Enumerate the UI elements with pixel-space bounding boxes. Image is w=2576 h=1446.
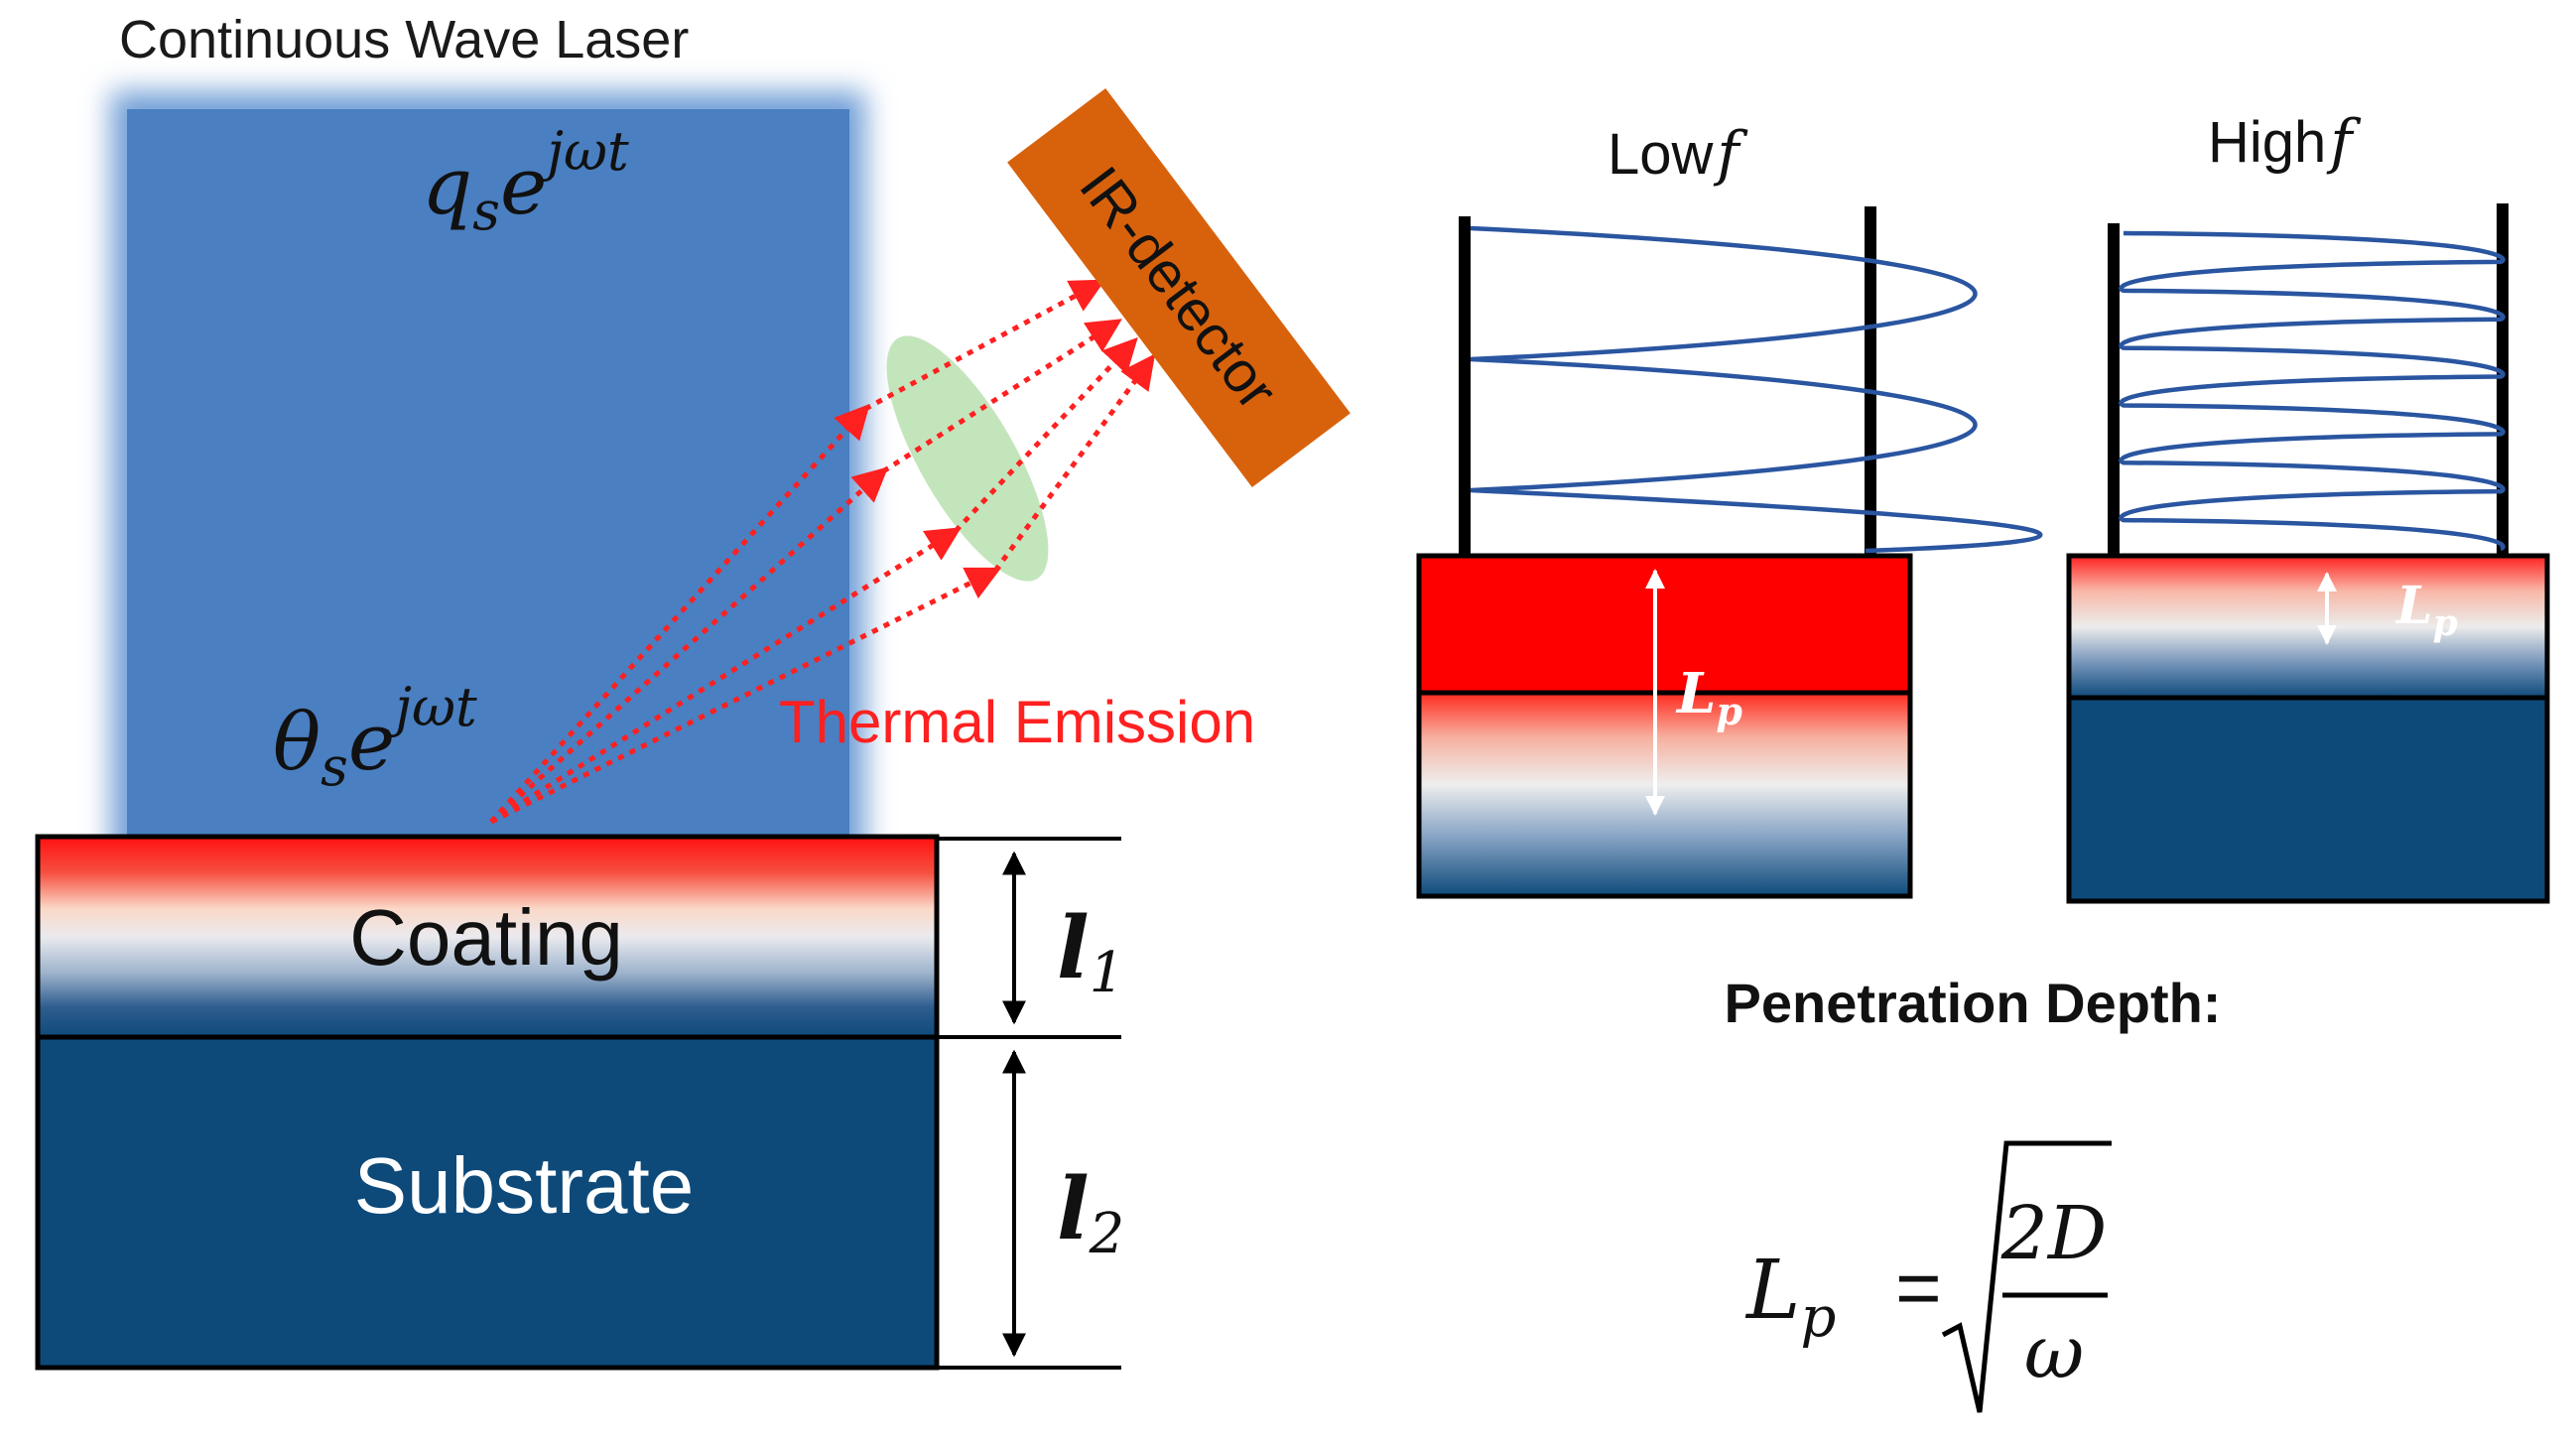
laser-beam	[111, 91, 865, 865]
low-frequency-sample	[1416, 553, 1913, 899]
sample-stack	[35, 834, 940, 1371]
laser-title: Continuous Wave Laser	[119, 10, 689, 69]
substrate-thickness-label: l2	[1057, 1159, 1124, 1266]
formula-lhs: Lp	[1744, 1244, 1836, 1350]
surface-temperature-expression: θsejωt	[273, 676, 477, 798]
formula-equals: =	[1895, 1244, 1942, 1332]
formula-denominator: ω	[2024, 1310, 2084, 1395]
high-frequency-depth-label: Lp	[2394, 576, 2458, 644]
low-frequency-depth-label: Lp	[1675, 661, 1742, 733]
collection-lens	[886, 335, 1049, 582]
thermal-emission-label: Thermal Emission	[779, 689, 1255, 755]
substrate-layer	[35, 1034, 940, 1371]
high-frequency-title: High f	[2208, 107, 2362, 177]
low-frequency-wave	[1470, 225, 2043, 554]
substrate-label: Substrate	[354, 1141, 694, 1230]
coating-layer	[35, 834, 940, 1040]
square-root-sign	[1941, 1140, 2112, 1413]
low-frequency-walls	[1459, 206, 1876, 556]
high-frequency-sample	[2066, 553, 2550, 904]
high-frequency-wave	[2119, 230, 2506, 552]
thickness-dimensions	[937, 837, 1121, 1370]
penetration-depth-heading: Penetration Depth:	[1725, 972, 2222, 1034]
coating-thickness-label: l1	[1057, 898, 1124, 1005]
coating-label: Coating	[349, 893, 623, 982]
thermal-emission-rays	[489, 279, 1156, 825]
ir-detector: IR-detector	[1007, 87, 1351, 488]
low-frequency-title: Low f	[1608, 119, 1748, 189]
heat-flux-expression: qsejωt	[422, 120, 629, 242]
formula-numerator: 2D	[2000, 1191, 2107, 1276]
penetration-depth-formula: Lp = 2D ω	[1744, 1140, 2112, 1413]
